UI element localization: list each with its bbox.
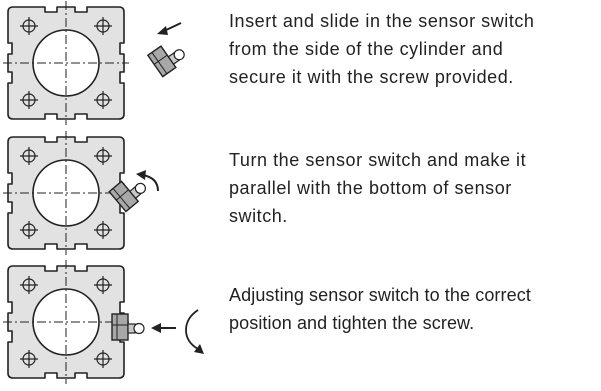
step-1-instruction: Insert and slide in the sensor switch fro… [229,7,535,91]
sensor-switch-icon [111,313,145,341]
insert-arrow-icon [157,22,182,35]
step-3-instruction: Adjusting sensor switch to the correct po… [229,281,531,337]
step-2-instruction: Turn the sensor switch and make it parall… [229,146,526,230]
instruction-line: secure it with the screw provided. [229,67,514,87]
step-2-turn: Turn the sensor switch and make it parall… [0,130,601,255]
step-3-adjust: Adjusting sensor switch to the correct po… [0,258,601,391]
instruction-line: switch. [229,206,288,226]
step-1-figure [3,1,185,125]
tighten-arrow-icon [185,309,204,354]
instruction-line: parallel with the bottom of sensor [229,178,512,198]
step-1-insert: Insert and slide in the sensor switch fro… [0,0,601,128]
rotate-arrow-icon [136,170,159,192]
instruction-line: Turn the sensor switch and make it [229,150,527,170]
sensor-switch-icon [108,180,146,213]
cylinder-profile-icon [3,131,129,255]
step-3-figure [3,260,204,384]
instruction-line: position and tighten the screw. [229,313,475,333]
cylinder-profile-icon [3,260,129,384]
sensor-switch-icon [146,45,185,78]
push-arrow-icon [151,323,176,333]
instruction-line: from the side of the cylinder and [229,39,504,59]
instruction-line: Adjusting sensor switch to the correct [229,285,531,305]
step-2-figure [3,131,159,255]
instruction-line: Insert and slide in the sensor switch [229,11,535,31]
cylinder-profile-icon [3,1,129,125]
